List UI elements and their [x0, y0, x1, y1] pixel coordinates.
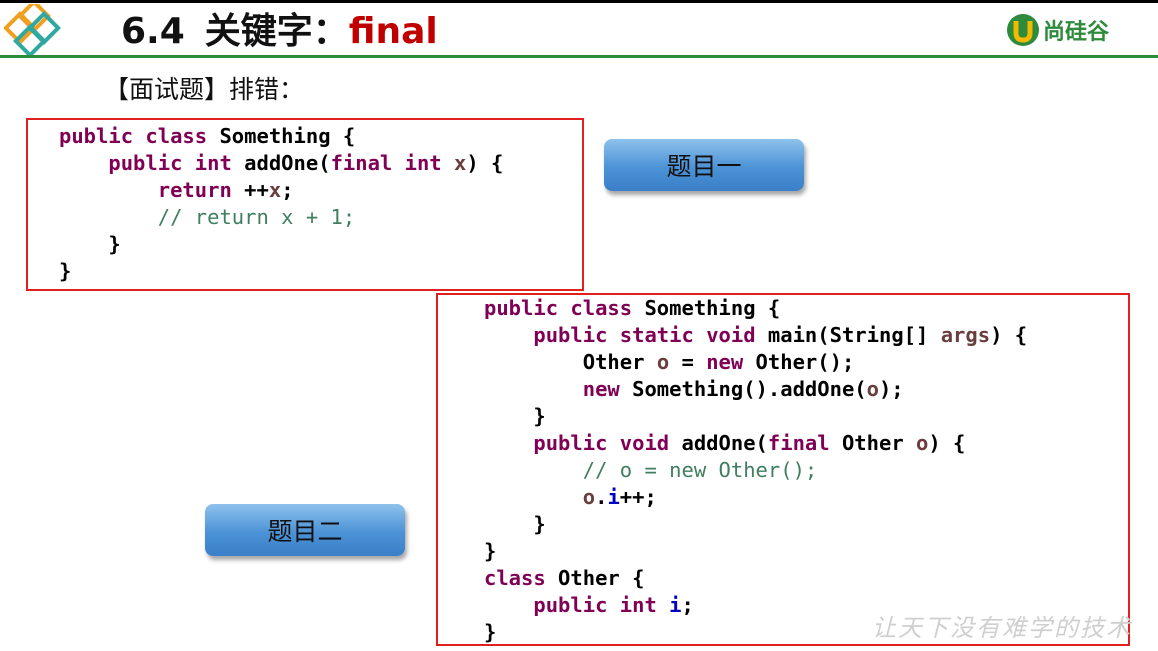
- code-variable: o: [582, 485, 596, 509]
- code-line: public class Something {: [484, 295, 1027, 322]
- code-line: // return x + 1;: [59, 204, 503, 231]
- code-text: Something().addOne(: [619, 377, 867, 401]
- code-keyword: int: [194, 151, 232, 175]
- code-text: Other();: [743, 350, 855, 374]
- code-one-text: public class Something { public int addO…: [59, 123, 503, 285]
- u-circle-logo-icon: [1007, 14, 1039, 46]
- code-text: ;: [281, 178, 294, 202]
- code-line: public void addOne(final Other o) {: [484, 430, 1027, 457]
- code-line: }: [484, 511, 1027, 538]
- code-keyword: static: [619, 323, 694, 347]
- code-line: Other o = new Other();: [484, 349, 1027, 376]
- code-keyword: int: [619, 593, 657, 617]
- code-text: ++;: [619, 485, 657, 509]
- code-text: ) {: [928, 431, 966, 455]
- brand-logo: 尚硅谷: [1006, 12, 1109, 48]
- code-line: public int i;: [484, 592, 1027, 619]
- code-variable: o: [916, 431, 929, 455]
- code-keyword: int: [404, 151, 442, 175]
- page-title: 6.4 关键字：final: [121, 10, 438, 54]
- code-text: Other: [829, 431, 917, 455]
- diamond-logo-icon: [4, 4, 61, 58]
- code-keyword: final: [330, 151, 393, 175]
- code-text: =: [669, 350, 707, 374]
- code-text: );: [878, 377, 904, 401]
- code-keyword: public: [59, 124, 134, 148]
- code-text: }: [484, 539, 497, 563]
- code-keyword: public: [484, 296, 559, 320]
- code-keyword: class: [145, 124, 208, 148]
- section-number: 6.4: [121, 11, 185, 52]
- code-keyword: final: [767, 431, 830, 455]
- code-text: ) {: [990, 323, 1028, 347]
- code-line: o.i++;: [484, 484, 1027, 511]
- title-keyword: final: [348, 11, 438, 52]
- code-field: i: [669, 593, 682, 617]
- code-variable: o: [656, 350, 670, 374]
- code-line: public class Something {: [59, 123, 503, 150]
- code-line: }: [59, 231, 503, 258]
- code-variable: x: [268, 178, 282, 202]
- code-block-one: public class Something { public int addO…: [26, 118, 584, 291]
- code-text: ++: [231, 178, 269, 202]
- code-text: }: [108, 232, 121, 256]
- code-text: }: [533, 404, 546, 428]
- question-two-button[interactable]: 题目二: [205, 504, 405, 556]
- code-field: i: [607, 485, 620, 509]
- code-keyword: new: [706, 350, 744, 374]
- brand-name: 尚硅谷: [1043, 20, 1110, 45]
- code-variable: args: [940, 323, 991, 347]
- code-keyword: public: [108, 151, 183, 175]
- watermark: 让天下没有难学的技术: [872, 614, 1132, 642]
- code-text: Something {: [632, 296, 781, 320]
- code-comment: // return x + 1;: [157, 205, 356, 229]
- title-text: 关键字：: [204, 11, 349, 52]
- code-line: }: [484, 619, 1027, 646]
- code-text: main(String[]: [755, 323, 941, 347]
- code-keyword: return: [157, 178, 232, 202]
- code-line: return ++x;: [59, 177, 503, 204]
- code-line: new Something().addOne(o);: [484, 376, 1027, 403]
- code-text: ;: [681, 593, 694, 617]
- code-line: public int addOne(final int x) {: [59, 150, 503, 177]
- code-line: // o = new Other();: [484, 457, 1027, 484]
- question-one-button[interactable]: 题目一: [604, 139, 804, 191]
- code-text: .: [595, 485, 608, 509]
- code-text: Other: [582, 350, 657, 374]
- code-text: }: [59, 259, 72, 283]
- code-text: Other {: [545, 566, 645, 590]
- code-two-text: public class Something { public static v…: [484, 295, 1027, 646]
- top-border-line: [0, 0, 1158, 3]
- code-keyword: public: [533, 431, 608, 455]
- code-keyword: new: [582, 377, 620, 401]
- code-line: }: [484, 403, 1027, 430]
- code-line: class Other {: [484, 565, 1027, 592]
- code-keyword: void: [619, 431, 670, 455]
- subtitle: 【面试题】排错：: [104, 75, 305, 104]
- code-text: }: [533, 512, 546, 536]
- header-divider: [0, 55, 1158, 58]
- code-keyword: public: [533, 323, 608, 347]
- code-line: }: [59, 258, 503, 285]
- code-line: public static void main(String[] args) {: [484, 322, 1027, 349]
- code-keyword: class: [570, 296, 633, 320]
- code-text: ) {: [466, 151, 504, 175]
- code-text: addOne(: [231, 151, 331, 175]
- code-keyword: class: [484, 566, 546, 590]
- code-keyword: void: [706, 323, 756, 347]
- code-variable: x: [454, 151, 467, 175]
- code-block-two: public class Something { public static v…: [436, 293, 1130, 646]
- code-text: Something {: [207, 124, 356, 148]
- code-line: }: [484, 538, 1027, 565]
- code-variable: o: [866, 377, 879, 401]
- code-keyword: public: [533, 593, 608, 617]
- code-comment: // o = new Other();: [582, 458, 818, 482]
- code-text: }: [484, 620, 497, 644]
- code-text: addOne(: [669, 431, 768, 455]
